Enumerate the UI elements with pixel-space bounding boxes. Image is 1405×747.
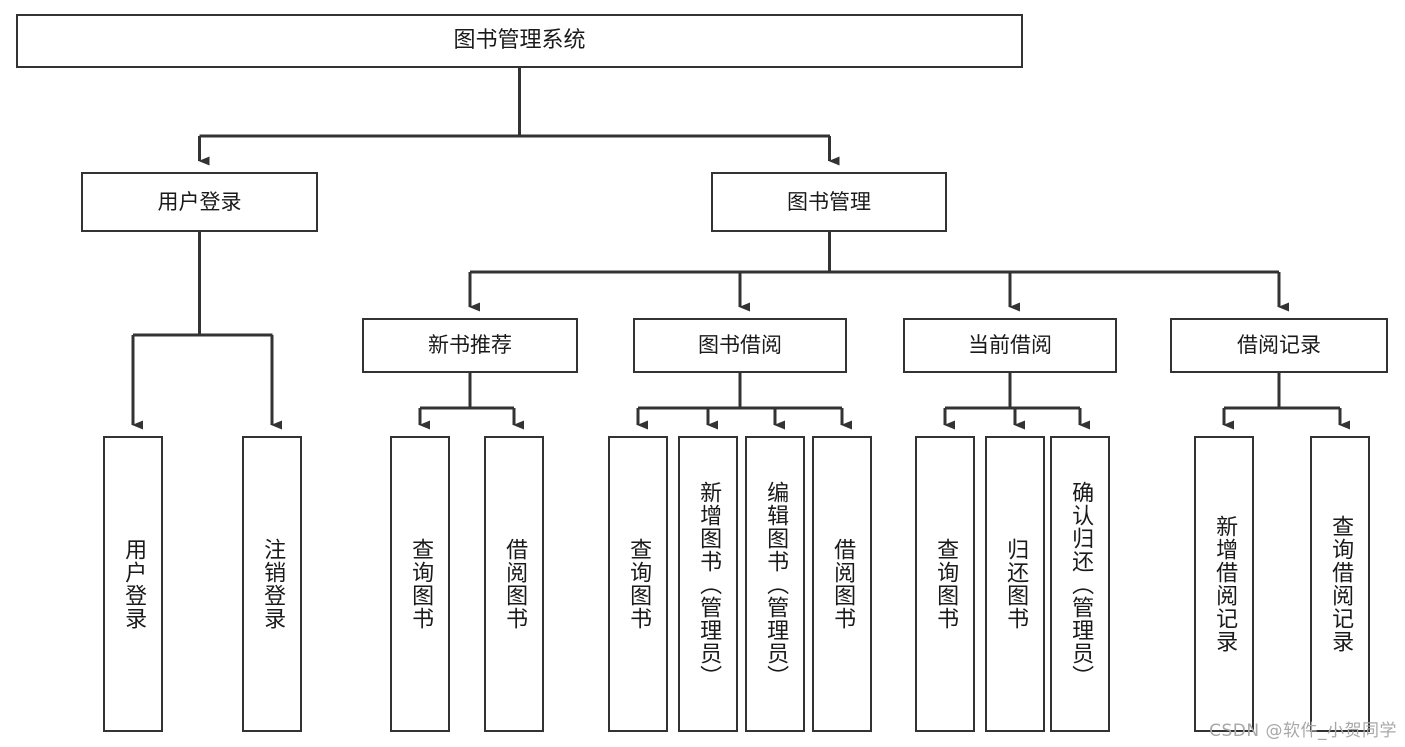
node-label: 查询借阅记录 (1328, 515, 1354, 653)
node-label: 新增借阅记录 (1212, 515, 1238, 653)
node-label: 图书管理系统 (453, 28, 586, 54)
node-label: 查询图书 (626, 538, 652, 630)
node-label: 图书管理 (787, 189, 871, 214)
node-label: 用户登录 (121, 538, 147, 630)
leaf-user-login[interactable]: 用户登录 (103, 436, 163, 732)
leaf-add-borrow-record[interactable]: 新增借阅记录 (1194, 436, 1254, 732)
node-label: 注销登录 (260, 538, 286, 630)
node-label: 新增图书（管理员） (696, 480, 722, 688)
leaf-user-logout[interactable]: 注销登录 (242, 436, 302, 732)
node-new-book-recommend[interactable]: 新书推荐 (362, 318, 578, 373)
node-book-borrow[interactable]: 图书借阅 (633, 318, 847, 373)
node-current-borrow[interactable]: 当前借阅 (903, 318, 1117, 373)
node-label: 图书借阅 (698, 333, 782, 358)
node-label: 用户登录 (157, 189, 242, 214)
node-label: 编辑图书（管理员） (763, 480, 789, 688)
node-label: 当前借阅 (968, 333, 1052, 358)
leaf-query-book-2[interactable]: 查询图书 (608, 436, 668, 732)
leaf-query-book-3[interactable]: 查询图书 (915, 436, 975, 732)
leaf-borrow-book-1[interactable]: 借阅图书 (484, 436, 544, 732)
node-system-root[interactable]: 图书管理系统 (16, 14, 1023, 68)
leaf-return-book[interactable]: 归还图书 (985, 436, 1045, 732)
node-label: 查询图书 (933, 538, 959, 630)
leaf-add-book-admin[interactable]: 新增图书（管理员） (678, 436, 738, 732)
node-book-management[interactable]: 图书管理 (711, 172, 947, 232)
node-label: 归还图书 (1003, 538, 1029, 630)
csdn-watermark: CSDN @软件_小贺同学 (1209, 721, 1397, 741)
node-label: 借阅记录 (1237, 333, 1321, 358)
node-label: 借阅图书 (502, 538, 528, 630)
node-borrow-record[interactable]: 借阅记录 (1170, 318, 1388, 373)
node-user-login[interactable]: 用户登录 (81, 172, 318, 232)
leaf-borrow-book-2[interactable]: 借阅图书 (812, 436, 872, 732)
leaf-query-book-1[interactable]: 查询图书 (390, 436, 450, 732)
leaf-query-borrow-record[interactable]: 查询借阅记录 (1310, 436, 1370, 732)
leaf-confirm-return-admin[interactable]: 确认归还（管理员） (1050, 436, 1110, 732)
node-label: 确认归还（管理员） (1068, 480, 1094, 688)
node-label: 新书推荐 (428, 333, 512, 358)
node-label: 借阅图书 (830, 538, 856, 630)
leaf-edit-book-admin[interactable]: 编辑图书（管理员） (745, 436, 805, 732)
node-label: 查询图书 (408, 538, 434, 630)
